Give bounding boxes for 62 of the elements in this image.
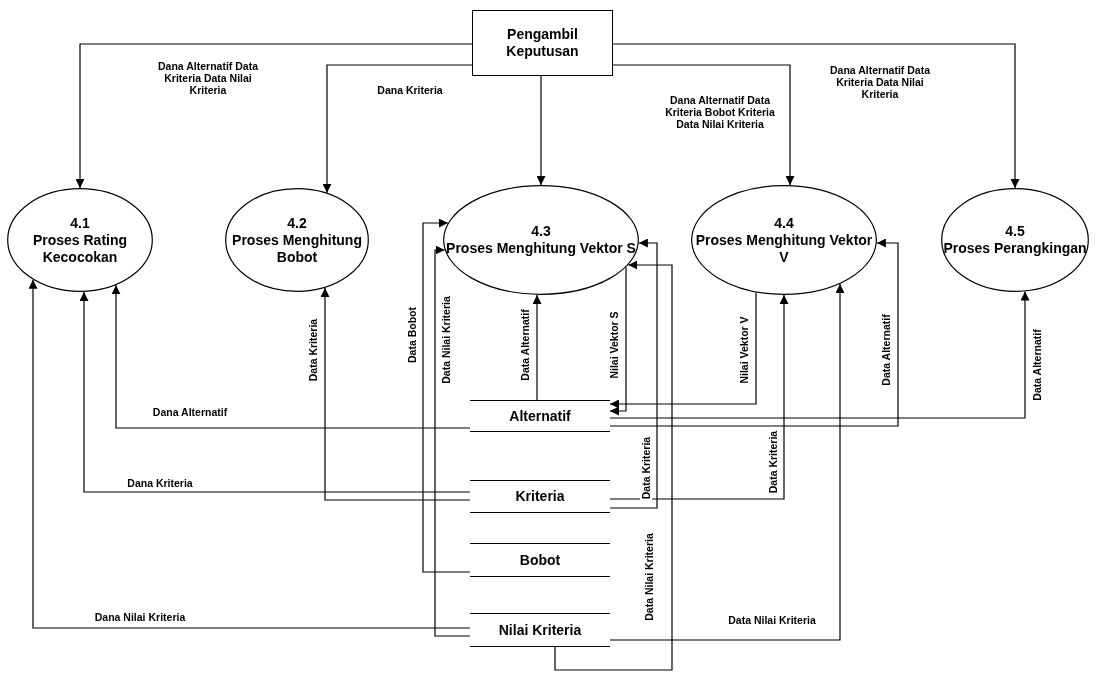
flow-arrow <box>609 238 658 509</box>
data-store <box>470 400 610 432</box>
flow-arrow <box>612 64 795 186</box>
edge-label: Dana Alternatif <box>151 406 229 418</box>
process-name: Proses Menghitung Vektor V <box>694 231 874 266</box>
flow-arrow <box>609 291 757 409</box>
process-ellipse <box>443 185 639 295</box>
edge-label: Data Alternatif <box>519 308 531 382</box>
edge-label: Data Alternatif <box>880 313 892 387</box>
process-ellipse <box>7 188 153 292</box>
process-name: Proses Menghitung Vektor S <box>446 240 636 257</box>
process-number: 4.3 <box>531 223 551 240</box>
process-ellipse <box>225 188 369 292</box>
edge-label: Data Nilai Kriteria <box>440 295 452 385</box>
data-store <box>470 613 610 647</box>
flow-arrow <box>536 75 546 186</box>
flow-arrow <box>75 43 473 189</box>
flow-arrow <box>609 294 789 500</box>
flow-arrow <box>609 283 845 641</box>
process-ellipse <box>691 185 877 295</box>
store-name: Bobot <box>519 551 561 569</box>
edge-label: Dana Alternatif Data Kriteria Bobot Kriteria Data Nilai Kriteria <box>664 94 776 130</box>
edge-label: Data Kriteria <box>640 435 652 501</box>
external-entity-box <box>472 10 613 76</box>
edge-label: Dana Nilai Kriteria <box>93 611 187 623</box>
data-store <box>470 480 610 513</box>
edge-label: Data Kriteria <box>307 317 319 383</box>
entity-name: Pengambil Keputusan <box>505 26 580 60</box>
flow-arrow <box>554 260 673 671</box>
edge-label: Nilai Vektor S <box>608 310 620 380</box>
edge-label: Nilai Vektor V <box>738 315 750 385</box>
flow-arrow <box>28 279 471 629</box>
process-ellipse <box>941 188 1089 292</box>
flow-arrow <box>612 43 1020 189</box>
data-store <box>470 543 610 577</box>
flow-arrow <box>322 64 473 194</box>
flow-arrow <box>111 284 471 429</box>
process-name: Proses Rating Kecocokan <box>31 231 129 266</box>
store-name: Nilai Kriteria <box>498 621 582 639</box>
edge-label: Data Nilai Kriteria <box>727 614 817 626</box>
flow-arrow <box>320 287 471 501</box>
edge-label: Data Bobot <box>406 306 418 364</box>
process-number: 4.2 <box>287 214 307 232</box>
process-number: 4.4 <box>774 214 794 232</box>
flow-arrow <box>609 290 1030 419</box>
edge-label: Data Alternatif <box>1031 328 1043 402</box>
edge-label: Dana Kriteria <box>376 84 444 96</box>
flow-arrow <box>79 291 471 493</box>
edge-label: Dana Kriteria <box>126 477 194 489</box>
process-number: 4.1 <box>70 214 90 232</box>
edge-label: Data Kriteria <box>767 429 779 495</box>
edge-label: Data Nilai Kriteria <box>643 532 655 622</box>
flow-arrow <box>532 294 542 401</box>
store-name: Alternatif <box>509 407 571 425</box>
process-name: Proses Menghitung Bobot <box>231 231 363 266</box>
store-name: Kriteria <box>515 488 565 505</box>
process-name: Proses Perangkingan <box>943 240 1087 257</box>
process-number: 4.5 <box>1005 223 1025 240</box>
flow-arrow <box>609 266 627 416</box>
flow-arrow <box>609 238 899 427</box>
flow-arrow <box>434 245 471 637</box>
flow-arrow <box>422 218 471 573</box>
